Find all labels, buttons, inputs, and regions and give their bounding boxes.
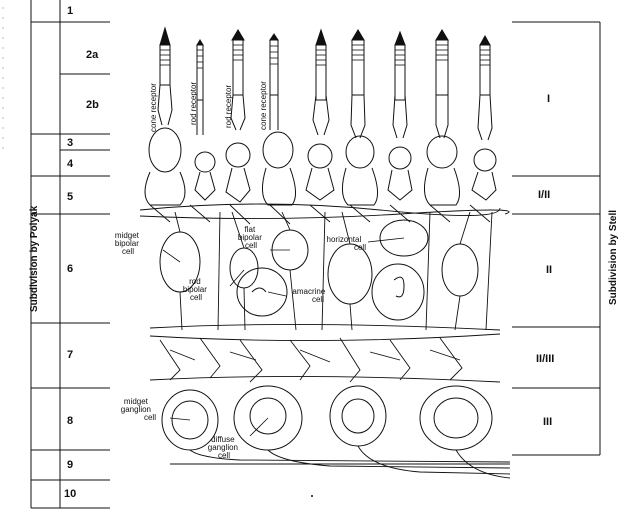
stell-layer-II-III: II/III xyxy=(536,353,554,365)
ganglion-cells xyxy=(161,385,493,451)
stray-dot xyxy=(311,495,313,497)
label-amacrine-cell: amacrine cell xyxy=(292,287,327,304)
polyak-layer-10: 10 xyxy=(64,488,76,500)
label-flat-bipolar: flat bipolar cell xyxy=(238,225,264,250)
stell-title: Subdivision by Stell xyxy=(608,210,619,305)
nerve-fiber-layer xyxy=(170,445,511,479)
receptor-outer-segments xyxy=(159,26,491,101)
polyak-layer-8: 8 xyxy=(67,415,73,427)
receptor-terminals xyxy=(144,167,497,206)
inner-plexiform-layer xyxy=(149,324,501,383)
label-diffuse-ganglion: diffuse ganglion cell xyxy=(208,435,240,460)
label-cone-receptor-1: cone receptor xyxy=(149,83,158,132)
label-midget-bipolar: midget bipolar cell xyxy=(115,231,141,256)
label-horizontal-cell: horizontal cell xyxy=(327,235,367,252)
polyak-layer-1: 1 xyxy=(67,5,73,17)
label-midget-ganglion: midget ganglion cell xyxy=(121,397,156,422)
polyak-layer-2a: 2a xyxy=(86,49,99,61)
stell-layer-III: III xyxy=(543,416,552,428)
stell-scale xyxy=(512,21,601,456)
label-cone-receptor-2: cone receptor xyxy=(259,81,268,130)
stell-layer-I-II: I/II xyxy=(538,189,550,201)
stell-layer-I: I xyxy=(547,93,550,105)
label-rod-receptor-2: rod receptor xyxy=(224,85,233,128)
stell-layer-II: II xyxy=(546,264,552,276)
polyak-layer-5: 5 xyxy=(67,191,73,203)
label-leaders xyxy=(162,237,405,437)
outer-plexiform-layer xyxy=(139,203,510,225)
polyak-layer-2b: 2b xyxy=(86,99,99,111)
polyak-layer-9: 9 xyxy=(67,459,73,471)
polyak-layer-3: 3 xyxy=(67,137,73,149)
receptor-inner-segments xyxy=(157,84,493,141)
polyak-scale-ticks xyxy=(59,0,110,508)
polyak-title: Subdivision by Polyak xyxy=(29,205,40,312)
polyak-scale xyxy=(30,0,110,509)
label-rod-bipolar: rod bipolar cell xyxy=(183,277,209,302)
polyak-layer-4: 4 xyxy=(67,158,74,170)
receptor-stripes xyxy=(160,44,490,69)
left-dotted-margin xyxy=(2,7,4,149)
polyak-layer-6: 6 xyxy=(67,263,73,275)
inner-nuclear-cells xyxy=(159,219,479,321)
polyak-layer-7: 7 xyxy=(67,349,73,361)
receptor-nuclei xyxy=(148,127,497,173)
label-rod-receptor-1: rod receptor xyxy=(189,82,198,125)
bipolar-dendrites xyxy=(174,211,493,331)
retina-drawing xyxy=(139,26,511,479)
